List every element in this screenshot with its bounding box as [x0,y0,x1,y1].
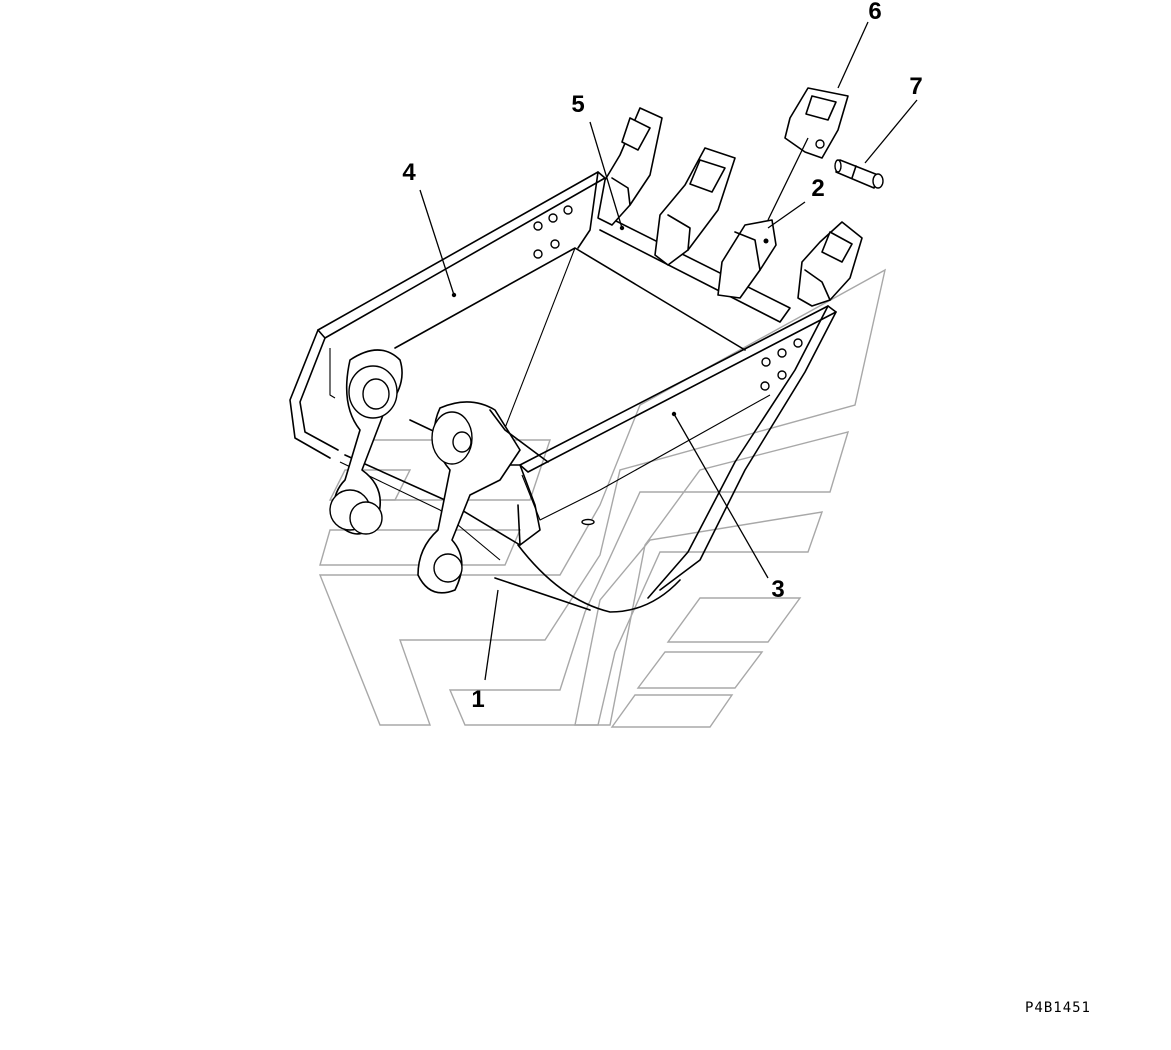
callout-7: 7 [909,73,922,100]
drawing-code: P4B1451 [1024,1000,1091,1016]
callout-6: 6 [868,0,881,25]
callout-3: 3 [771,576,784,603]
leader-lines [419,21,918,681]
bucket-body [289,171,837,613]
callout-4: 4 [402,159,416,186]
callout-1: 1 [471,686,484,713]
callout-2: 2 [811,175,824,202]
bucket-teeth [597,87,884,307]
callout-5: 5 [571,91,584,118]
callout-labels: 1 2 3 4 5 6 7 [402,0,922,713]
tooth-pin [834,159,884,189]
watermark-logo [318,268,887,728]
hinge-bracket [329,349,549,594]
